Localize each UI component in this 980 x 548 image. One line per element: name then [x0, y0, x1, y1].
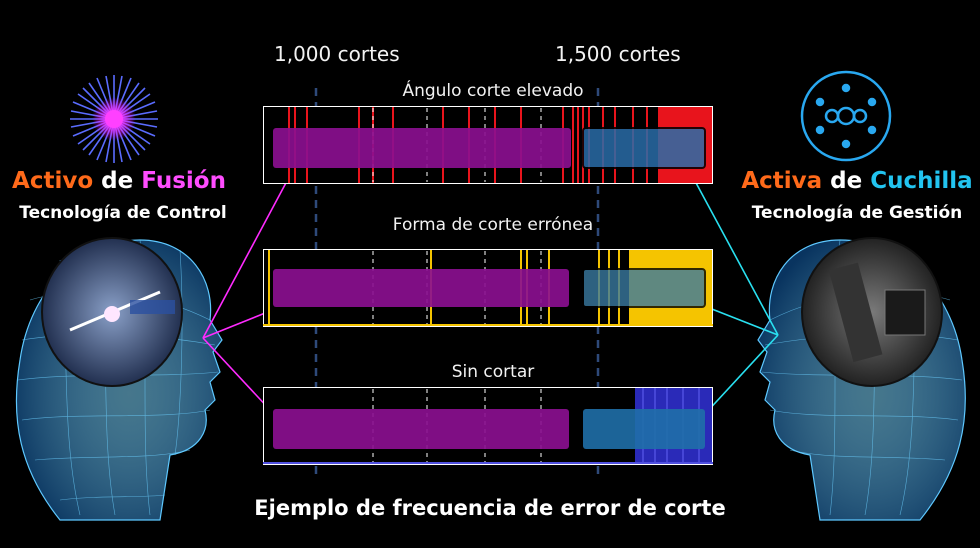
right-subtitle: Tecnología de Gestión: [751, 203, 963, 223]
error-panel-shape: [263, 249, 713, 327]
starburst-icon: [70, 75, 158, 163]
right-title: Activa de Cuchilla: [734, 168, 980, 194]
bar-title-angle: Ángulo corte elevado: [402, 81, 584, 101]
tick-label-1000: 1,000 cortes: [274, 42, 400, 66]
footer-caption: Ejemplo de frecuencia de error de corte: [254, 496, 726, 520]
right-title-word2: de: [830, 168, 863, 194]
left-title: Activo de Fusión: [0, 168, 238, 194]
right-title-word1: Activa: [741, 168, 823, 194]
error-panel-uncut: [263, 387, 713, 465]
right-title-word3: Cuchilla: [870, 168, 973, 194]
left-head-illustration: [15, 237, 223, 521]
bar-title-uncut: Sin cortar: [451, 362, 535, 382]
left-title-word2: de: [101, 168, 134, 194]
blade-circle-icon: [800, 70, 892, 162]
left-subtitle: Tecnología de Control: [19, 203, 227, 223]
right-head-illustration: [757, 237, 966, 521]
error-panel-angle: [263, 106, 713, 184]
magenta-arrow-top: [202, 163, 297, 339]
tick-label-1500: 1,500 cortes: [555, 42, 681, 66]
left-title-word3: Fusión: [141, 168, 226, 194]
left-title-word1: Activo: [12, 168, 94, 194]
bar-title-shape: Forma de corte errónea: [392, 215, 594, 235]
cyan-arrow-top: [686, 165, 779, 336]
